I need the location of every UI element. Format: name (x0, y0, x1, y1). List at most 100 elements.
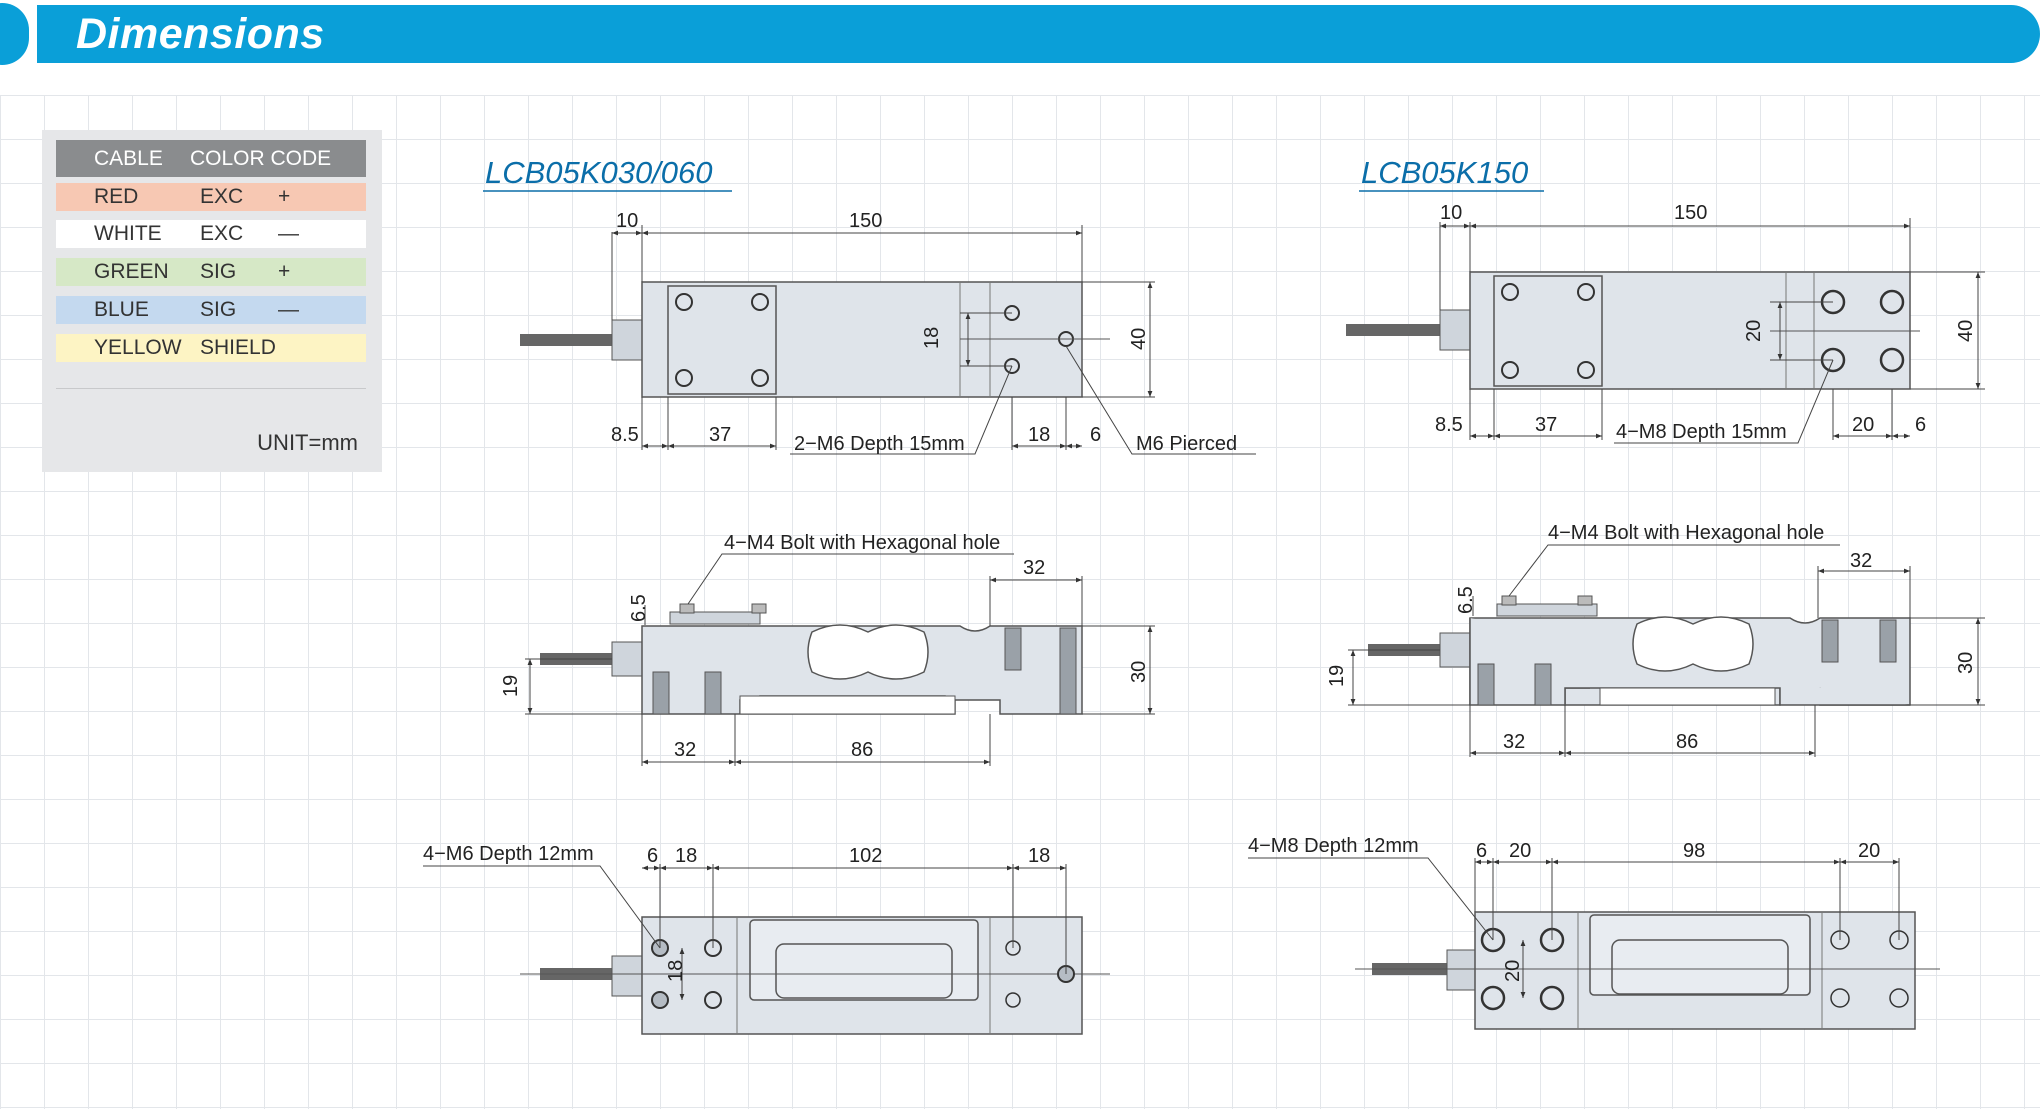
dim-label: 20 (1743, 320, 1765, 342)
center-cutout (739, 695, 956, 715)
legend-color: RED (94, 185, 139, 208)
dim-label: 6 (1915, 414, 1926, 436)
bottom-view-1: 6 18 102 18 18 4−M6 Depth 12mm (423, 843, 1110, 1035)
header-bar: Dimensions (0, 0, 2040, 95)
thread-hole-icon (1480, 985, 1506, 1011)
dim-label: 32 (1850, 550, 1872, 572)
dim-label: 102 (849, 845, 882, 867)
note-thread-holes: 2−M6 Depth 15mm (794, 433, 965, 455)
strain-hole (1632, 616, 1754, 672)
dim-label: 8.5 (1435, 414, 1463, 436)
legend-sign: — (278, 298, 299, 321)
dim-label: 32 (1023, 557, 1045, 579)
dim-label: 20 (1509, 840, 1531, 862)
thread-hole (1477, 663, 1495, 706)
mount-plate (667, 285, 777, 395)
strain-hole (807, 624, 929, 680)
note-pierced: M6 Pierced (1136, 433, 1237, 455)
legend-row-white: WHITE EXC — (56, 220, 366, 248)
dim-label: 20 (1858, 840, 1880, 862)
bolt-head (679, 603, 695, 614)
dim-label: 19 (1326, 665, 1348, 687)
legend-row-yellow: YELLOW SHIELD (56, 334, 366, 362)
hole-icon (1879, 347, 1905, 373)
hole-icon (704, 991, 722, 1009)
legend-header-cable: CABLE (94, 146, 163, 170)
dim-label: 6 (647, 845, 658, 867)
note-bottom-holes: 4−M8 Depth 12mm (1248, 835, 1419, 857)
thread-hole (1879, 619, 1897, 663)
cable-gland (1439, 632, 1471, 668)
center-pocket-inner (1611, 939, 1789, 995)
thread-hole (1004, 627, 1022, 671)
center-cutout (1599, 687, 1776, 706)
thread-hole (704, 671, 722, 715)
legend-sign: — (278, 222, 299, 245)
thread-hole-icon (1539, 985, 1565, 1011)
dim-label: 150 (849, 210, 882, 232)
dim-label: 40 (1955, 320, 1977, 342)
legend-header: CABLE COLOR CODE (56, 140, 366, 177)
legend-code: SIG (200, 260, 237, 283)
bolt-head (1501, 595, 1517, 606)
dim-label: 10 (616, 210, 638, 232)
thread-hole-icon (651, 991, 669, 1009)
bolt-icon (675, 369, 693, 387)
dim-label: 18 (1028, 424, 1050, 446)
page-title: Dimensions (76, 10, 325, 58)
note-bolt: 4−M4 Bolt with Hexagonal hole (724, 532, 1000, 554)
center-pocket (749, 919, 979, 1001)
thread-hole (652, 671, 670, 715)
dim-label: 19 (500, 675, 522, 697)
bolt-icon (751, 293, 769, 311)
dim-label: 10 (1440, 202, 1462, 224)
dim-label: 18 (675, 845, 697, 867)
dim-label: 6 (1090, 424, 1101, 446)
legend-header-color-code: COLOR CODE (190, 146, 332, 170)
legend-code: EXC (200, 222, 244, 245)
cable-gland (611, 319, 643, 361)
cable-gland (1439, 309, 1471, 351)
dim-label: 20 (1502, 960, 1524, 982)
note-bolt: 4−M4 Bolt with Hexagonal hole (1548, 522, 1824, 544)
top-view-1: 10 150 40 18 8.5 37 18 6 2−M6 Depth 15mm… (520, 210, 1256, 455)
note-bottom-holes: 4−M6 Depth 12mm (423, 843, 594, 865)
model-title-2: LCB05K150 (1361, 155, 1528, 190)
center-pocket (1589, 914, 1811, 996)
top-view-2: 10 150 40 20 8.5 37 20 6 4−M8 Depth 15mm (1346, 202, 1985, 444)
bolt-head (1577, 595, 1593, 606)
legend-code: SHIELD (200, 336, 276, 359)
bolt-icon (1577, 283, 1595, 301)
bolt-icon (751, 369, 769, 387)
hole-icon (1889, 988, 1909, 1008)
legend-color: WHITE (94, 222, 162, 245)
dim-label: 18 (1028, 845, 1050, 867)
center-pocket-inner (775, 943, 953, 999)
legend-code: SIG (200, 298, 237, 321)
legend-code: EXC (200, 185, 244, 208)
header-stripe (37, 5, 2040, 63)
dim-label: 30 (1128, 661, 1150, 683)
thread-hole (1534, 663, 1552, 706)
legend-color: BLUE (94, 298, 149, 321)
legend-color: YELLOW (94, 336, 182, 359)
dim-label: 37 (1535, 414, 1557, 436)
legend-row-blue: BLUE SIG — (56, 296, 366, 324)
legend-row-green: GREEN SIG + (56, 258, 366, 286)
unit-label: UNIT=mm (257, 430, 358, 455)
dim-label: 18 (921, 327, 943, 349)
load-cell-body (641, 281, 1083, 398)
dim-label: 40 (1128, 328, 1150, 350)
cable-gland (1446, 949, 1476, 991)
dim-label: 98 (1683, 840, 1705, 862)
thread-hole (1059, 627, 1077, 715)
dim-label: 150 (1674, 202, 1707, 224)
dim-label: 8.5 (611, 424, 639, 446)
mount-plate (1496, 603, 1598, 617)
bolt-head (751, 603, 767, 614)
thread-hole (1821, 619, 1839, 663)
legend-row-red: RED EXC + (56, 183, 366, 211)
bottom-view-2: 6 20 98 20 20 4−M8 Depth 12mm (1248, 835, 1940, 1030)
dim-label: 20 (1852, 414, 1874, 436)
